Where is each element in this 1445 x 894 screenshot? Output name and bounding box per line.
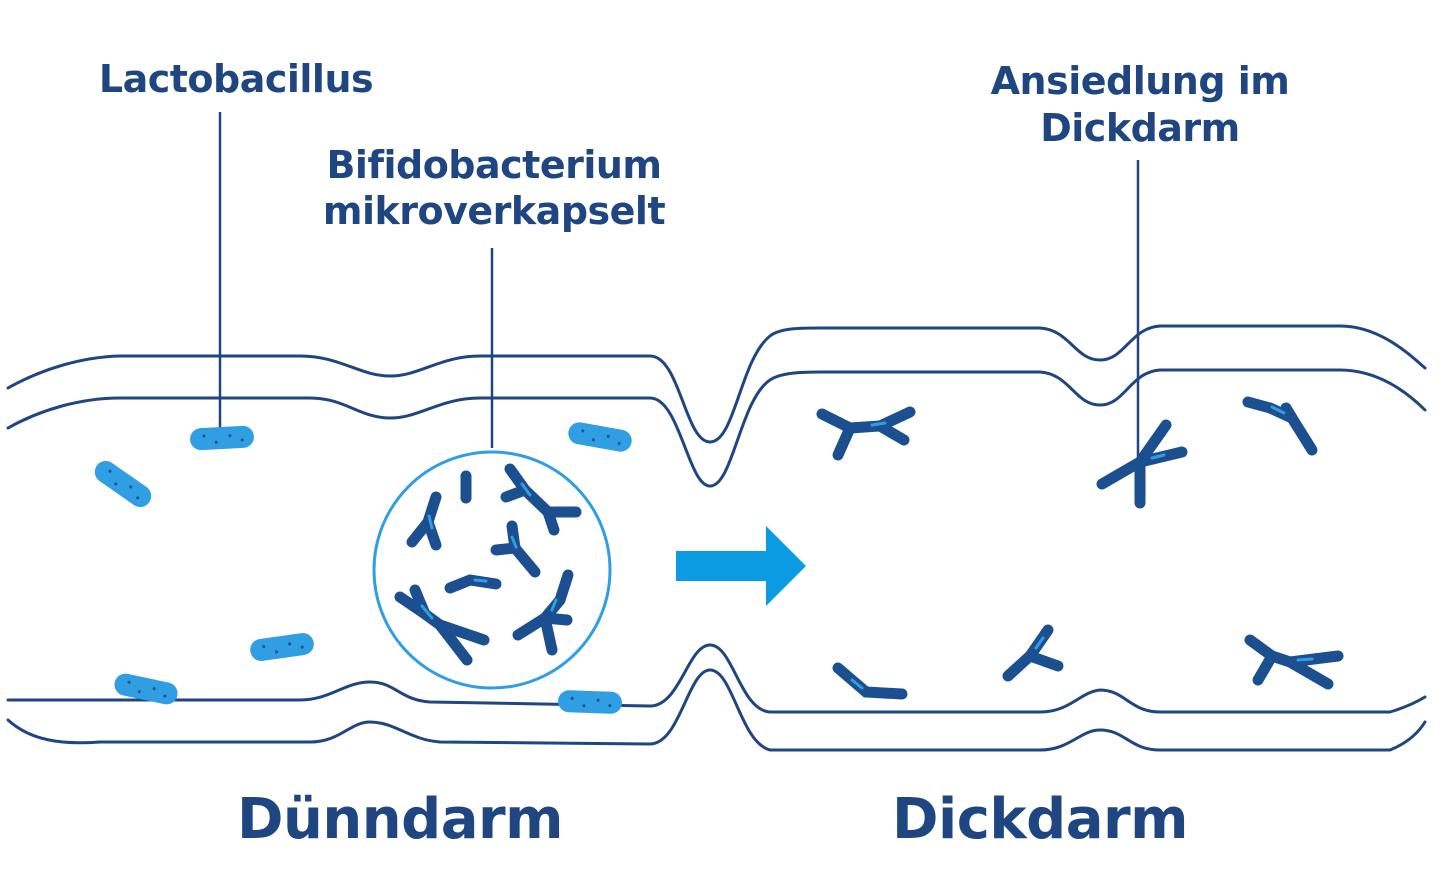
- transit-arrow: [676, 526, 806, 606]
- lactobacillus-rod: [94, 460, 152, 508]
- bifido-branch: [1002, 624, 1064, 682]
- large-intestine-label: Dickdarm: [892, 787, 1188, 852]
- bifido-branch: [406, 491, 442, 551]
- ansiedlung-label-line1: Ansiedlung im: [991, 59, 1290, 103]
- microcapsule: [372, 450, 612, 690]
- bifido-branch: [1242, 396, 1318, 456]
- bifido-branch: [512, 569, 574, 656]
- lactobacillus-rod: [568, 422, 632, 452]
- small-intestine-label: Dünndarm: [237, 787, 563, 852]
- bifido-highlights: [420, 482, 558, 620]
- bifido-branch: [816, 406, 916, 461]
- bifido-branch: [832, 662, 908, 700]
- bottom-outer-wall: [6, 668, 1427, 752]
- colon-bifido-highlights: [850, 405, 1314, 690]
- bifido-label-line2: mikroverkapselt: [323, 189, 666, 233]
- leader-lines: [218, 112, 1140, 470]
- top-inner-wall: [6, 368, 1427, 488]
- lactobacillus-rod: [250, 633, 314, 661]
- top-outer-wall: [6, 324, 1427, 444]
- lactobacillus-rod: [114, 673, 178, 705]
- ansiedlung-label-line2: Dickdarm: [1040, 106, 1240, 150]
- lactobacillus-rod: [190, 425, 254, 451]
- bifido-in-colon: [816, 396, 1344, 700]
- bifido-branch: [444, 574, 502, 594]
- bifido-branch: [1096, 419, 1188, 509]
- intestine-walls: [6, 324, 1427, 752]
- bottom-inner-wall: [6, 643, 1427, 714]
- bifido-label-line1: Bifidobacterium: [326, 143, 661, 187]
- lactobacillus-label: Lactobacillus: [99, 57, 373, 101]
- lactobacillus-group: [94, 422, 632, 714]
- bifido-branch: [394, 584, 490, 666]
- bifido-branch: [1244, 634, 1344, 690]
- lactobacillus-rod: [558, 690, 622, 714]
